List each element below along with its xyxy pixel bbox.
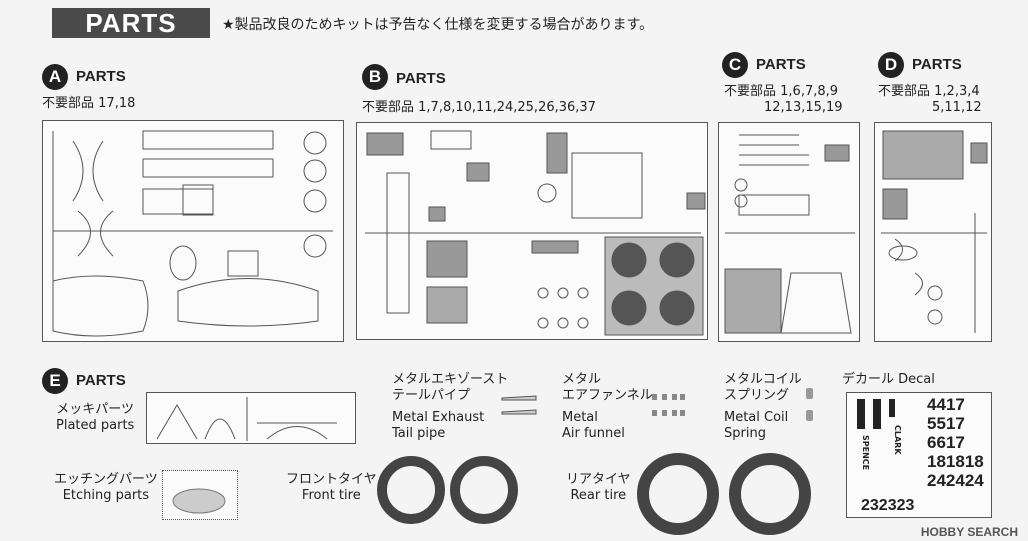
section-b-title: PARTS — [396, 70, 446, 87]
etching-parts-label: エッチングパーツ Etching parts — [54, 472, 158, 503]
section-a-title: PARTS — [76, 68, 126, 85]
sprue-c-drawing — [724, 134, 855, 334]
exhaust-pipe-icon — [501, 395, 537, 415]
coil-spring-icon — [806, 388, 813, 421]
decal-numbers: 4417 5517 6617 181818 242424 — [927, 395, 984, 490]
section-a-badge: A — [42, 64, 68, 90]
section-d-title: PARTS — [912, 56, 962, 73]
sprue-a-drawing — [52, 130, 333, 337]
decal-name-clark: CLARK — [893, 425, 902, 455]
decal-sheet: SPENCE CLARK 4417 5517 6617 181818 24242… — [846, 392, 992, 518]
sprue-c — [718, 122, 860, 342]
section-d-unused: 不要部品 1,2,3,4 5,11,12 — [878, 84, 982, 115]
section-c-title: PARTS — [756, 56, 806, 73]
sprue-e — [146, 392, 356, 444]
decal-name-spence: SPENCE — [861, 435, 870, 471]
sprue-b-drawing — [365, 130, 706, 336]
decal-numbers-23: 232323 — [861, 497, 915, 514]
sprue-a — [42, 120, 344, 342]
section-b-badge: B — [362, 64, 388, 90]
sprue-e-drawing — [156, 397, 337, 441]
air-funnel-icon — [652, 394, 685, 416]
front-tire-icon — [377, 456, 518, 524]
funnel-label: メタル エアファンネル Metal Air funnel — [562, 372, 653, 441]
exhaust-label: メタルエキゾースト テールパイプ Metal Exhaust Tail pipe — [392, 372, 509, 441]
section-e-title: PARTS — [76, 372, 126, 389]
section-c-unused: 不要部品 1,6,7,8,9 12,13,15,19 — [724, 84, 843, 115]
etching-sheet — [162, 470, 238, 520]
decal-label: デカール Decal — [842, 372, 935, 387]
parts-header: PARTS — [52, 8, 210, 38]
sprue-b — [356, 122, 708, 340]
section-b-unused: 不要部品 1,7,8,10,11,24,25,26,36,37 — [362, 100, 596, 115]
decal-sheet-drawing — [857, 399, 895, 429]
spring-label: メタルコイル スプリング Metal Coil Spring — [724, 372, 802, 441]
rear-tire-label: リアタイヤ Rear tire — [566, 472, 631, 503]
sprue-d — [874, 122, 992, 342]
plated-parts-label: メッキパーツ Plated parts — [56, 402, 135, 433]
etching-sheet-drawing — [172, 488, 226, 514]
watermark: HOBBY SEARCH — [920, 525, 1018, 539]
front-tire-label: フロントタイヤ Front tire — [286, 472, 377, 503]
section-a-unused: 不要部品 17,18 — [42, 96, 136, 111]
section-e-badge: E — [42, 368, 68, 394]
header-note: ★製品改良のためキットは予告なく仕様を変更する場合があります。 — [222, 17, 654, 33]
section-c-badge: C — [722, 52, 748, 78]
rear-tire-icon — [637, 453, 811, 535]
section-d-badge: D — [878, 52, 904, 78]
sprue-d-drawing — [881, 130, 988, 333]
